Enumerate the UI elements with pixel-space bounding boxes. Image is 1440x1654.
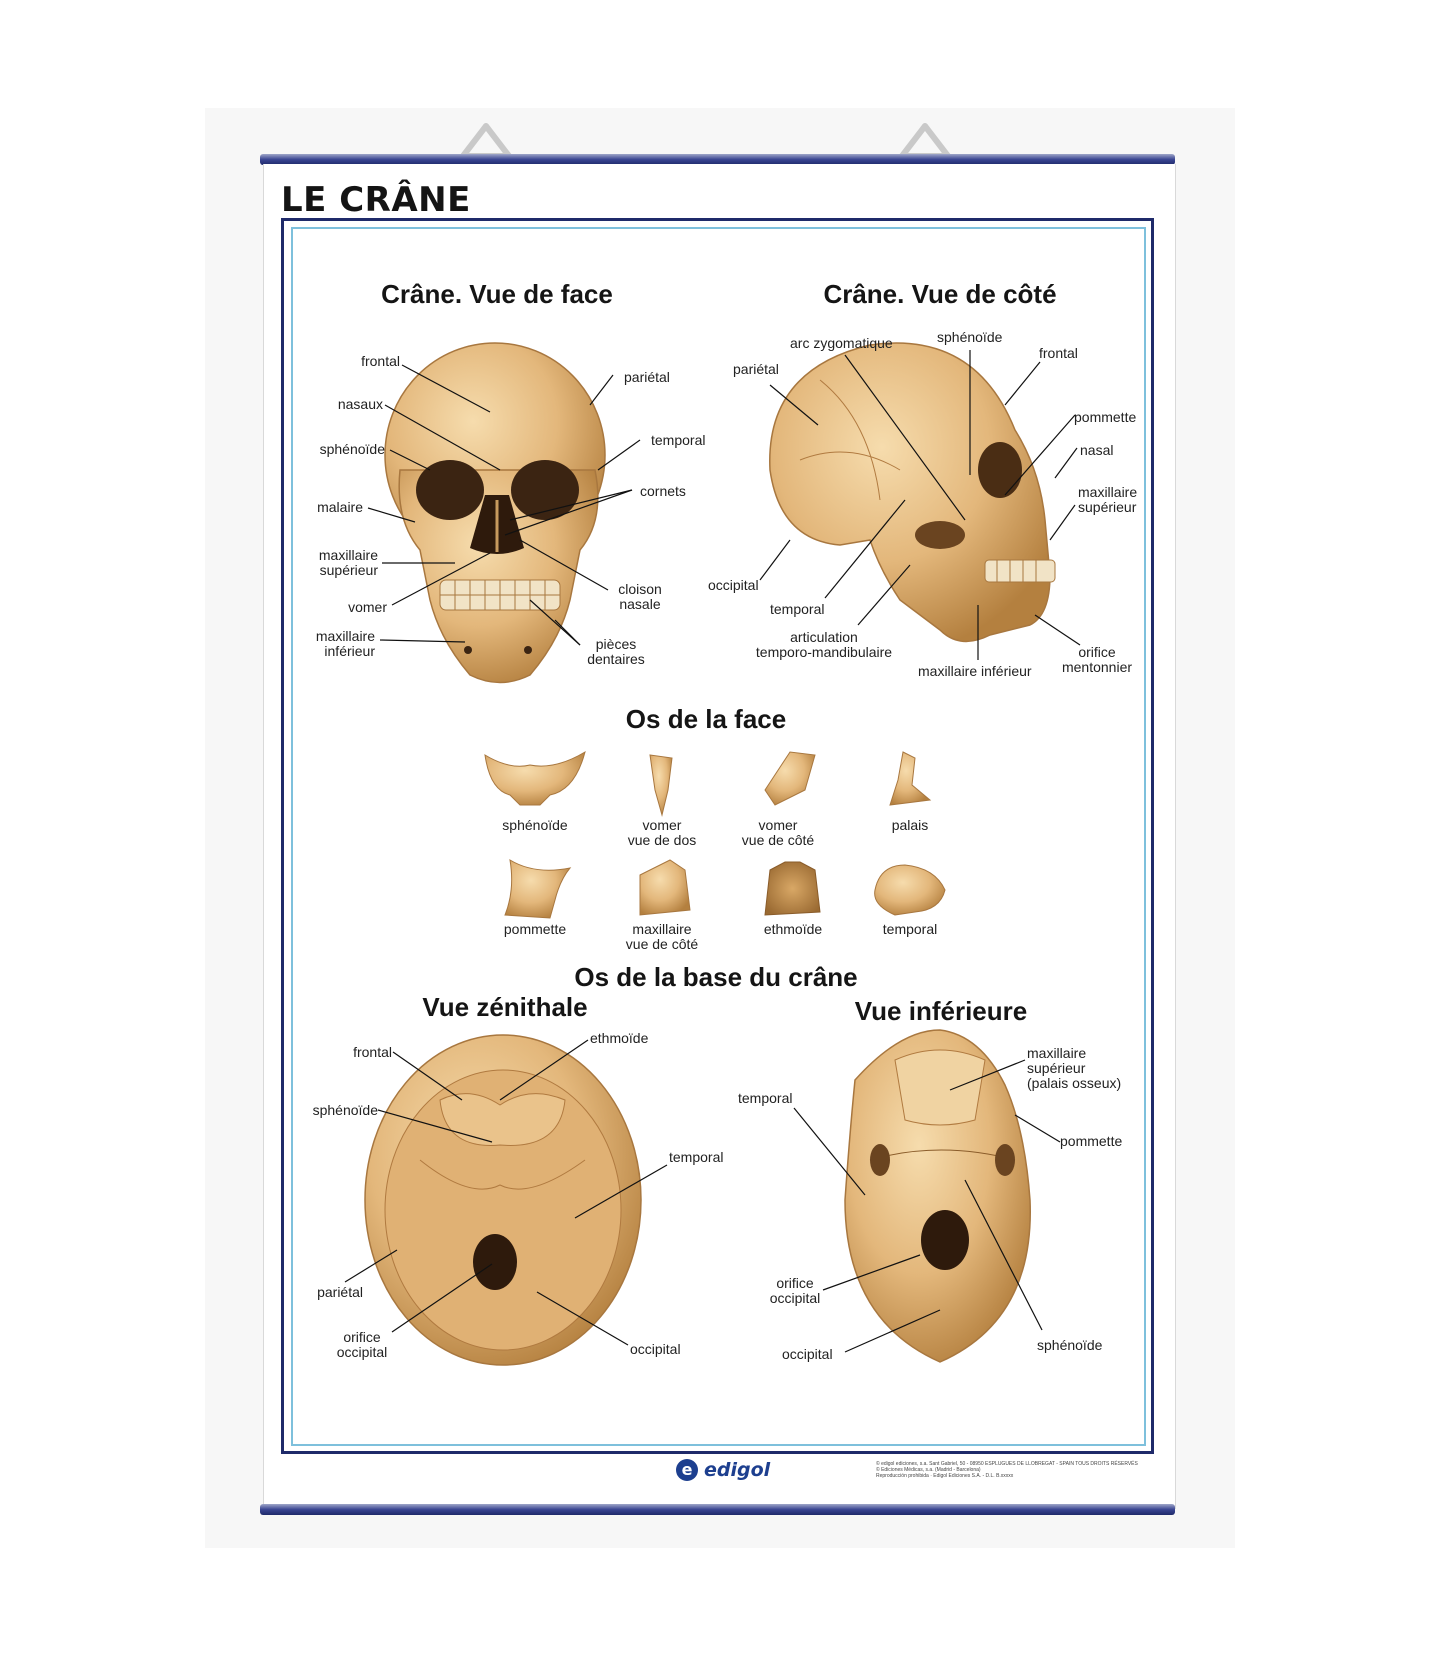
side-label-maxillaire-inferieur: maxillaire inférieur — [918, 663, 1032, 679]
zenithal-label-frontal: frontal — [353, 1044, 392, 1060]
poster-frame-outer — [281, 218, 1154, 1454]
side-label-temporal: temporal — [770, 601, 825, 617]
top-rod — [260, 154, 1175, 165]
zenithal-label-sphenoide: sphénoïde — [312, 1102, 378, 1118]
face-bone-label: temporal — [882, 921, 938, 937]
face-bones-illustrations — [484, 750, 946, 919]
face-bones-title: Os de la face — [625, 704, 787, 734]
bottom-rod — [260, 1504, 1175, 1515]
front-skull-illustration — [384, 342, 606, 684]
zenithal-label-parietal: pariétal — [317, 1284, 363, 1300]
zenithal-label-ethmoide: ethmoïde — [590, 1030, 649, 1046]
front-label-temporal: temporal — [651, 432, 706, 448]
poster-title: LE CRÂNE — [281, 180, 471, 220]
side-label-occipital: occipital — [708, 577, 759, 593]
side-label-nasal: nasal — [1080, 442, 1114, 458]
inferior-label-occipital: occipital — [782, 1346, 833, 1362]
side-label-arc-zygomatique: arc zygomatique — [790, 335, 893, 351]
inferior-view-title: Vue inférieure — [854, 996, 1028, 1026]
zenithal-label-temporal: temporal — [669, 1149, 724, 1165]
front-view-leader-lines — [367, 364, 641, 646]
side-label-pommette: pommette — [1074, 409, 1137, 425]
brand-name: edigol — [704, 1459, 771, 1481]
face-bone-label: pommette — [503, 921, 567, 937]
inferior-label-sphenoide: sphénoïde — [1037, 1337, 1103, 1353]
front-label-cornets: cornets — [640, 483, 686, 499]
front-label-sphenoide: sphénoïde — [319, 441, 385, 457]
edigol-logo-icon: e — [676, 1459, 698, 1481]
inferior-skull-base-illustration — [844, 1029, 1031, 1363]
side-label-sphenoide: sphénoïde — [937, 329, 1003, 345]
side-skull-illustration — [769, 342, 1056, 643]
legal-notice: © edigol ediciones, s.a. Sant Gabriel, 5… — [876, 1461, 1138, 1479]
inferior-label-temporal: temporal — [738, 1090, 793, 1106]
zenithal-skull-base-illustration — [364, 1034, 642, 1366]
front-label-nasaux: nasaux — [337, 396, 383, 412]
front-view-title: Crâne. Vue de face — [381, 279, 613, 309]
poster-frame-inner — [291, 227, 1146, 1446]
inferior-leader-lines — [793, 1059, 1061, 1353]
front-label-parietal: pariétal — [624, 369, 670, 385]
zenithal-view-title: Vue zénithale — [422, 992, 588, 1022]
front-label-vomer: vomer — [348, 599, 387, 615]
front-label-malaire: malaire — [317, 499, 363, 515]
side-label-parietal: pariétal — [733, 361, 779, 377]
inferior-label-pommette: pommette — [1060, 1133, 1123, 1149]
face-bone-label: sphénoïde — [502, 817, 568, 833]
front-label-frontal: frontal — [361, 353, 400, 369]
face-bone-label: ethmoïde — [763, 921, 823, 937]
face-bone-label: palais — [891, 817, 929, 833]
base-title: Os de la base du crâne — [574, 962, 858, 992]
side-view-title: Crâne. Vue de côté — [823, 279, 1057, 309]
edigol-logo: e edigol — [676, 1459, 770, 1481]
side-label-frontal: frontal — [1039, 345, 1078, 361]
zenithal-leader-lines — [344, 1039, 668, 1346]
side-view-leader-lines — [759, 350, 1081, 660]
zenithal-label-occipital: occipital — [630, 1341, 681, 1357]
